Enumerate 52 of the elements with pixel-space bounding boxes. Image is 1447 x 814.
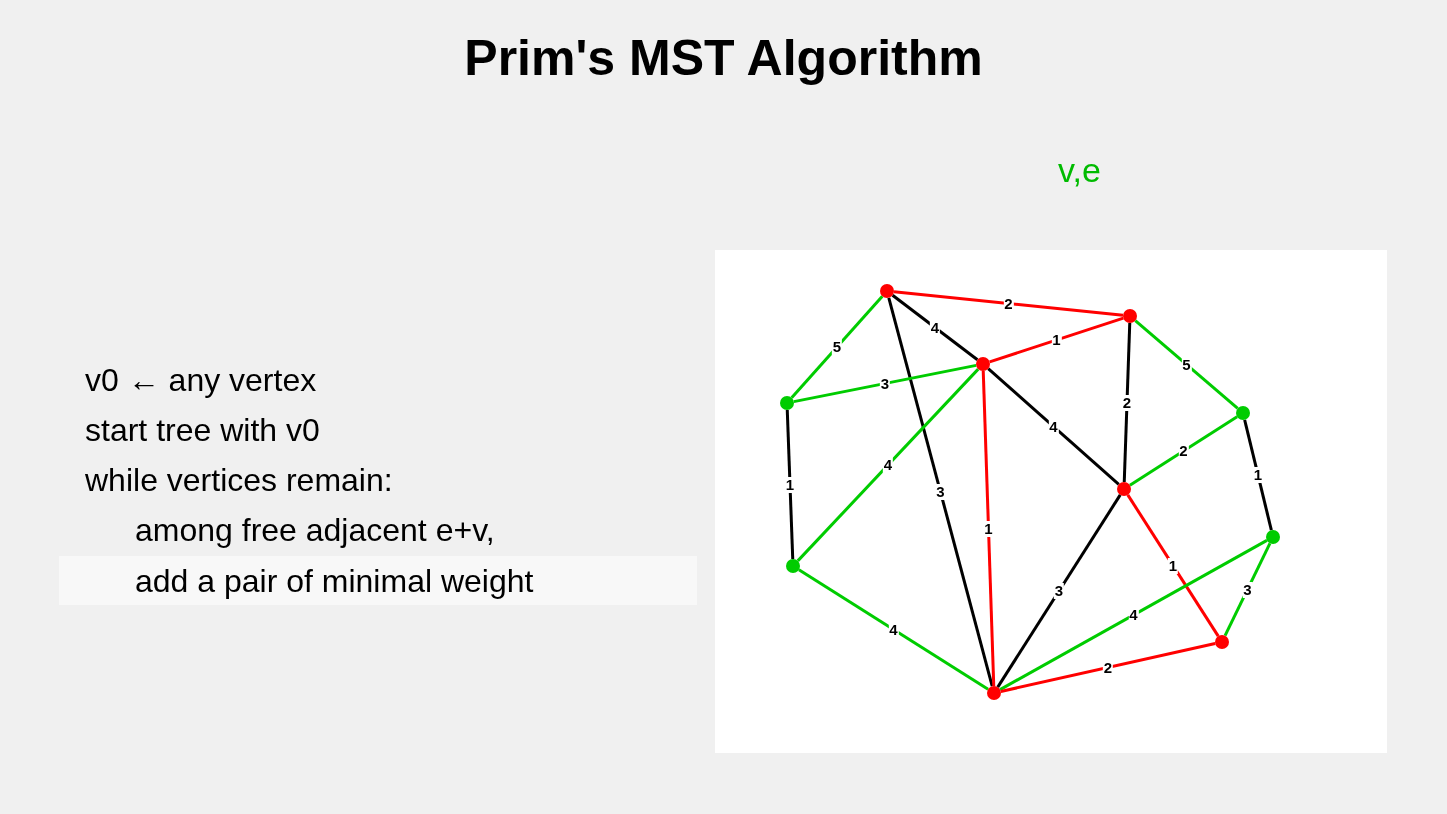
edge-label: 5 [831,339,843,355]
edge-label: 4 [1048,418,1059,435]
graph-edge [785,409,795,560]
pseudocode-line: while vertices remain: [85,461,393,500]
graph-edge [999,539,1268,691]
graph-edge [987,367,1120,486]
graph-vertex [1215,635,1229,649]
graph-vertex [1266,530,1280,544]
edge-label: 4 [882,457,894,473]
graph-vertex [1236,406,1250,420]
edge-label: 2 [1178,443,1189,459]
graph-edge [989,316,1124,364]
graph-edge [981,370,996,687]
edge-label: 4 [888,621,899,638]
graph-edge [793,363,977,404]
title: Prim's MST Algorithm [464,29,983,88]
graph-edge [796,368,980,562]
edge-label: 5 [1181,356,1192,373]
graph-vertex [786,559,800,573]
graph-edge [798,568,989,691]
edge-label: 1 [983,520,994,537]
graph-edge [891,294,979,361]
graph-vertex [880,284,894,298]
legend-caption: v,e [1058,150,1101,190]
edge-label: 1 [784,476,796,493]
edge-label: 4 [1128,607,1139,623]
edge-label: 2 [1121,394,1133,411]
graph-vertex [987,686,1001,700]
graph-edge [996,494,1122,688]
graph-edge [1134,319,1239,410]
graph-edge [1122,322,1132,483]
edge-label: 3 [935,484,946,500]
graph-edge [1243,419,1273,531]
graph-vertex [780,396,794,410]
graph-vertex [1123,309,1137,323]
pseudocode-line: among free adjacent e+v, [135,511,495,550]
graph-edge [790,295,884,399]
edge-label: 1 [1167,557,1179,574]
graph-edge [1000,642,1216,693]
pseudocode-line: v0 ← any vertex [85,361,317,400]
graph-edge [893,290,1124,317]
graph-edge [1126,494,1220,637]
edge-label: 4 [929,319,941,336]
edge-label: 3 [1242,581,1253,598]
graph-vertex [976,357,990,371]
edge-label: 1 [1051,332,1062,348]
graph-edge [887,297,994,687]
graph-vertex [1117,482,1131,496]
edge-label: 1 [1252,467,1264,483]
graph-edge [1129,415,1238,487]
pseudocode-line: start tree with v0 [85,411,320,450]
edge-label: 3 [1053,583,1065,599]
